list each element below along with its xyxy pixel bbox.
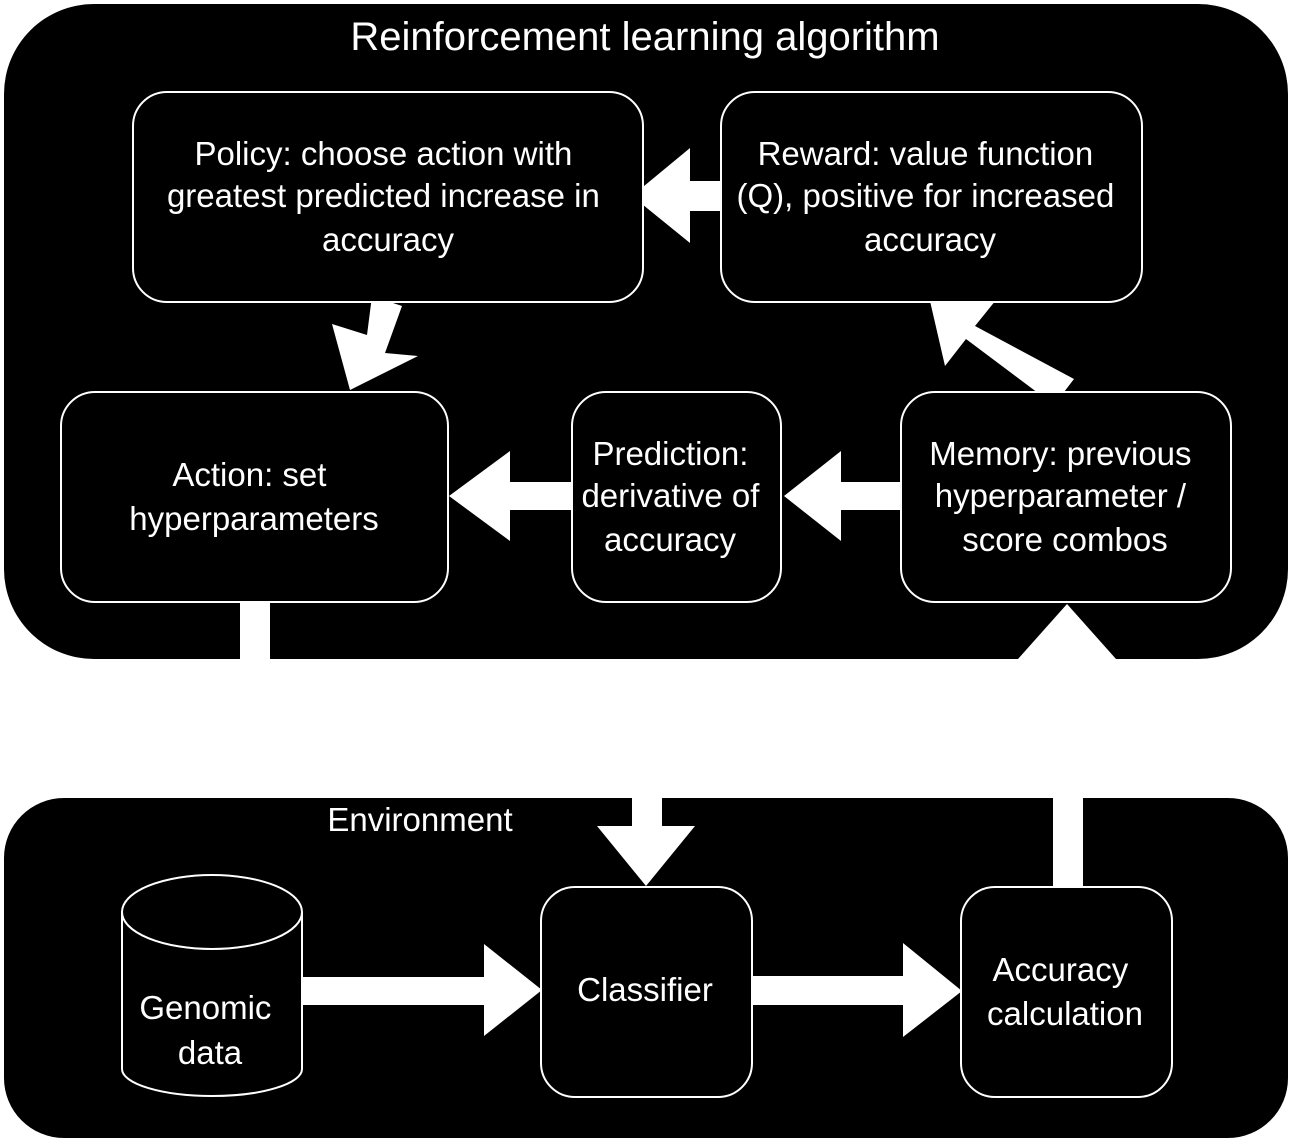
environment-panel-title: Environment bbox=[327, 801, 512, 838]
action-line-1: Action: set bbox=[172, 456, 326, 493]
action-to-classifier-connector-top bbox=[240, 600, 270, 660]
svg-text:Policy: choose action with: Policy: choose action with greatest pred… bbox=[167, 135, 609, 258]
reward-line-1: Reward: value function bbox=[758, 135, 1094, 172]
svg-text:Genomic data: Genomic data bbox=[139, 989, 280, 1071]
classifier-node: Classifier bbox=[540, 886, 753, 1098]
svg-text:Memory: previous hyperpa: Memory: previous hyperparameter / score … bbox=[929, 435, 1200, 558]
reward-line-3: accuracy bbox=[864, 221, 997, 258]
classifier-input-arrowhead bbox=[597, 826, 695, 886]
prediction-line-3: accuracy bbox=[604, 521, 737, 558]
accuracy-line-2: calculation bbox=[987, 995, 1143, 1032]
accuracy-to-memory-connector-bottom bbox=[1053, 798, 1083, 887]
prediction-node: Prediction: derivative of accuracy bbox=[571, 391, 782, 603]
memory-input-arrowhead bbox=[1018, 604, 1116, 659]
svg-text:Action: set hyperparamet: Action: set hyperparameters bbox=[129, 456, 378, 537]
prediction-line-1: Prediction: bbox=[592, 435, 748, 472]
policy-to-action-arrow bbox=[332, 296, 418, 390]
policy-line-1: Policy: choose action with bbox=[194, 135, 572, 172]
prediction-line-2: derivative of bbox=[581, 477, 760, 514]
memory-node: Memory: previous hyperparameter / score … bbox=[900, 391, 1232, 603]
genomic-data-node: Genomic data bbox=[121, 874, 303, 1097]
memory-line-2: hyperparameter / bbox=[935, 477, 1187, 514]
memory-line-3: score combos bbox=[962, 521, 1167, 558]
reward-line-2: (Q), positive for increased bbox=[737, 177, 1115, 214]
accuracy-line-1: Accuracy bbox=[993, 951, 1129, 988]
database-cylinder-icon bbox=[121, 874, 303, 1097]
action-line-2: hyperparameters bbox=[129, 500, 378, 537]
policy-line-3: accuracy bbox=[322, 221, 455, 258]
policy-line-2: greatest predicted increase in bbox=[167, 177, 600, 214]
memory-line-1: Memory: previous bbox=[929, 435, 1191, 472]
accuracy-calculation-node: Accuracy calculation bbox=[960, 886, 1173, 1098]
policy-node: Policy: choose action with greatest pred… bbox=[132, 91, 644, 303]
memory-to-reward-arrow bbox=[930, 300, 1074, 405]
classifier-to-accuracy-arrow bbox=[752, 943, 962, 1037]
classifier-line-1: Classifier bbox=[577, 971, 713, 1008]
genomic-data-line-2: data bbox=[178, 1034, 243, 1071]
svg-text:Prediction: derivative o: Prediction: derivative of accuracy bbox=[581, 435, 768, 558]
svg-text:Reward: value function (: Reward: value function (Q), positive for… bbox=[737, 135, 1124, 258]
genomic-to-classifier-arrow bbox=[302, 944, 542, 1036]
svg-text:Classifier: Classifier bbox=[577, 971, 713, 1008]
memory-to-prediction-arrow bbox=[784, 451, 902, 541]
reward-to-policy-arrow bbox=[632, 148, 722, 243]
rl-panel-title: Reinforcement learning algorithm bbox=[350, 15, 939, 59]
reward-node: Reward: value function (Q), positive for… bbox=[720, 91, 1143, 303]
action-to-classifier-connector-bottom bbox=[632, 798, 662, 828]
svg-text:Accuracy calculation: Accuracy calculation bbox=[987, 951, 1143, 1032]
genomic-data-line-1: Genomic bbox=[139, 989, 271, 1026]
action-node: Action: set hyperparameters bbox=[60, 391, 449, 603]
prediction-to-action-arrow bbox=[449, 451, 572, 541]
